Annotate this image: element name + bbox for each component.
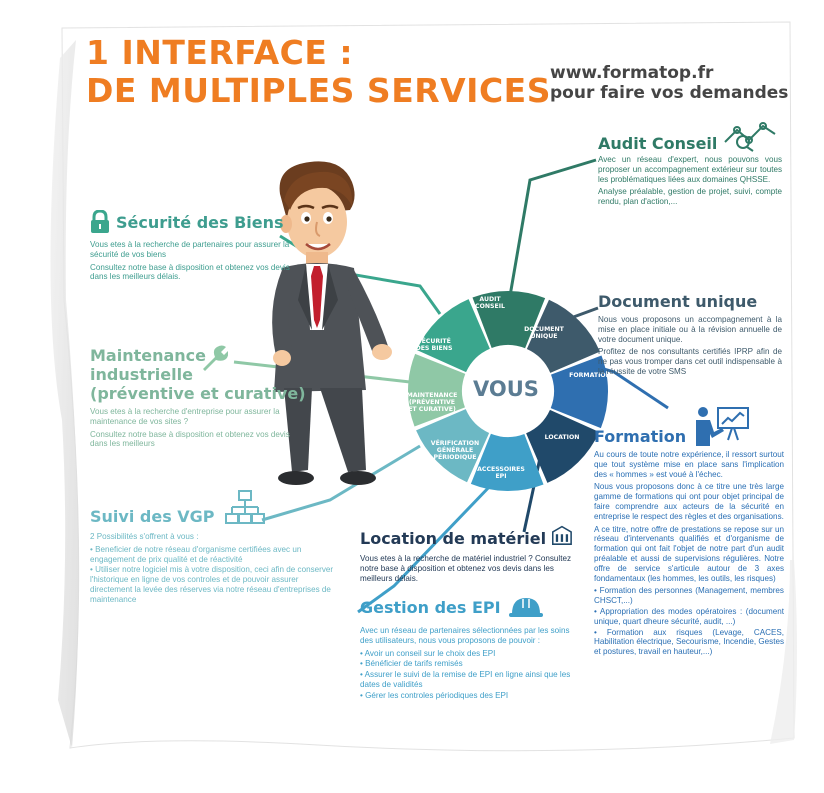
ring-label-vgp[interactable]: VÉRIFICATION GÉNÉRALE PÉRIODIQUE: [430, 440, 480, 462]
section-location: Location de matériel Vous etes à la rech…: [360, 522, 572, 586]
epi-title: Gestion des EPI: [360, 597, 501, 617]
section-audit: Audit Conseil Avec un réseau d'expert, n…: [598, 121, 782, 210]
formation-title: Formation: [594, 427, 687, 446]
epi-item-1: Avoir un conseil sur le choix des EPI: [360, 649, 572, 659]
location-title: Location de matériel: [360, 529, 547, 548]
audit-title: Audit Conseil: [598, 134, 718, 153]
connector-audit: [508, 158, 597, 297]
building-icon: [552, 525, 572, 545]
securite-text-2: Consultez notre base à disposition et ob…: [90, 262, 290, 282]
maintenance-text-2: Consultez notre base à disposition et ob…: [90, 429, 290, 449]
presentation-board-icon: [696, 407, 750, 446]
header-title-line2: DE MULTIPLES SERVICES: [86, 71, 551, 110]
document-title: Document unique: [598, 292, 758, 311]
ring-label-document[interactable]: DOCUMENT UNIQUE: [524, 326, 564, 341]
ring-center: [464, 347, 552, 435]
vgp-item-1: Beneficier de notre réseau d'organisme c…: [90, 545, 340, 565]
ring-segment-chart-line[interactable]: [472, 291, 546, 349]
ring-segment-document[interactable]: [526, 299, 600, 373]
ring-label-formation[interactable]: FORMATION: [569, 372, 611, 379]
ring-segment-building[interactable]: [526, 409, 600, 483]
document-text-2: Profitez de nos consultants certifiés IP…: [598, 347, 782, 376]
formation-text-3: A ce titre, notre offre de prestations s…: [594, 524, 784, 583]
maintenance-text-1: Vous etes à la recherche d'entreprise po…: [90, 407, 280, 426]
epi-item-4: Gérer les controles périodiques des EPI: [360, 691, 572, 701]
formation-text-1: Au cours de toute notre expérience, il r…: [594, 450, 784, 479]
website-url[interactable]: www.formatop.fr: [550, 63, 714, 83]
maintenance-title-2: industrielle: [90, 365, 193, 384]
epi-item-2: Bénéficier de tarifs remisés: [360, 659, 572, 669]
location-text-1: Vous etes à la recherche de matériel ind…: [360, 554, 572, 583]
audit-text-1: Avec un réseau d'expert, nous pouvons vo…: [598, 155, 782, 184]
businessman-illustration: [272, 161, 392, 485]
maintenance-title-1: Maintenance: [90, 346, 207, 365]
section-vgp: Suivi des VGP 2 Possibilités s'offrent à…: [90, 490, 340, 606]
securite-text-1: Vous etes à la recherche de partenaires …: [90, 240, 290, 259]
section-document: Document unique Nous vous proposons un a…: [598, 292, 782, 380]
vgp-title: Suivi des VGP: [90, 507, 215, 526]
ring-segment-presentation-board[interactable]: [550, 355, 608, 429]
chart-line-icon: [724, 121, 776, 152]
section-maintenance: Maintenance industrielle (préventive et …: [90, 345, 306, 452]
vgp-intro: 2 Possibilités s'offrent à vous :: [90, 532, 199, 541]
padlock-icon: [91, 210, 109, 233]
center-label: VOUS: [473, 377, 539, 401]
ring-label-location[interactable]: LOCATION: [544, 434, 580, 441]
section-formation: Formation Au cours de toute notre expéri…: [594, 406, 784, 658]
network-icon: [224, 490, 265, 524]
section-securite: Sécurité des Biens Vous etes à la recher…: [90, 210, 290, 285]
document-text-1: Nous vous proposons un accompagnement à …: [598, 315, 782, 344]
ring-segment-wrench[interactable]: [408, 353, 466, 427]
header-title-line1: 1 INTERFACE :: [86, 33, 354, 72]
epi-item-3: Assurer le suivi de la remise de EPI en …: [360, 670, 572, 690]
services-ring: [408, 291, 608, 491]
section-epi: Gestion des EPI Avec un réseau de parten…: [360, 596, 572, 702]
formation-text-2: Nous vous proposons donc à ce titre une …: [594, 482, 784, 521]
website-subtitle: pour faire vos demandes: [550, 83, 789, 103]
ring-segment-helmet[interactable]: [470, 433, 544, 491]
formation-item-3: Formation aux risques (Levage, CACES, Ha…: [594, 628, 784, 657]
maintenance-title-3: (préventive et curative): [90, 384, 306, 403]
connector-epi: [357, 482, 494, 614]
wrench-icon: [203, 345, 228, 371]
connector-vgp: [261, 444, 421, 522]
epi-intro: Avec un réseau de partenaires sélectionn…: [360, 626, 570, 645]
vgp-item-2: Utiliser notre logiciel mis à votre disp…: [90, 565, 340, 604]
ring-label-audit[interactable]: AUDIT CONSEIL: [475, 296, 505, 311]
audit-text-2: Analyse préalable, gestion de projet, su…: [598, 187, 782, 207]
securite-title: Sécurité des Biens: [116, 212, 284, 232]
formation-item-1: Formation des personnes (Management, mem…: [594, 586, 784, 606]
helmet-icon: [508, 598, 543, 617]
ring-label-epi[interactable]: ACCESSOIRES EPI: [477, 466, 525, 481]
ring-label-maintenance[interactable]: MAINTENANCE (PRÉVENTIVE ET CURATIVE): [406, 392, 458, 414]
ring-label-securite[interactable]: SÉCURITÉ DES BIENS: [415, 338, 453, 353]
ring-segment-network[interactable]: [416, 409, 490, 483]
formation-item-2: Appropriation des modes opératoires : (d…: [594, 607, 784, 627]
ring-segment-padlock[interactable]: [416, 299, 490, 373]
